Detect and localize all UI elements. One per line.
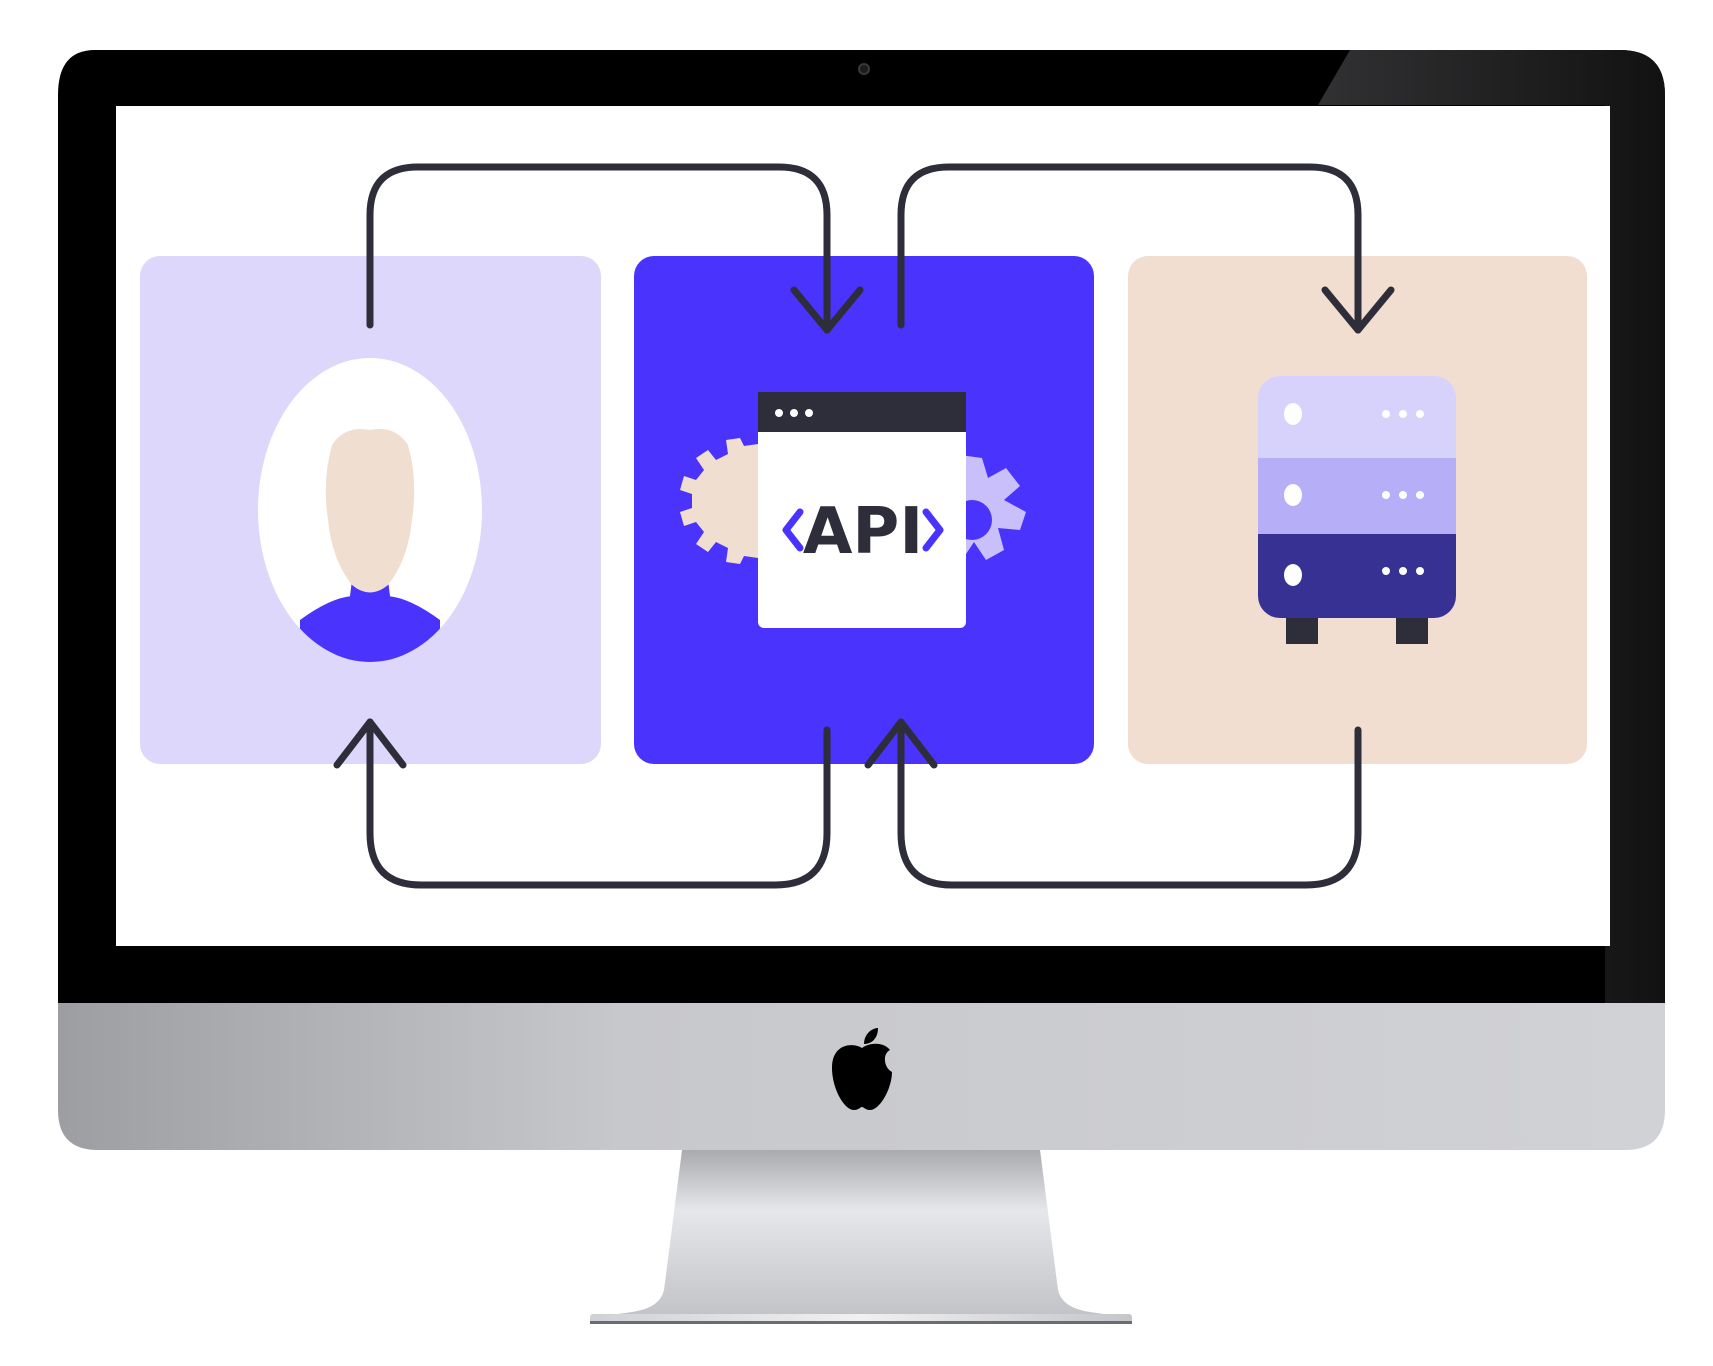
chevron-left-icon xyxy=(782,508,804,552)
arrow-client-to-api-head xyxy=(790,286,864,334)
api-window-icon: API xyxy=(680,392,1026,628)
arrow-api-to-client xyxy=(366,718,831,889)
arrow-server-to-api-head xyxy=(864,718,938,769)
chevron-right-icon xyxy=(922,508,944,552)
gear-left-icon xyxy=(680,430,760,572)
api-label: API xyxy=(803,495,923,569)
monitor-stand xyxy=(590,1150,1132,1324)
window-dot-icon xyxy=(790,409,798,417)
arrow-server-to-api xyxy=(897,718,1362,889)
arrow-api-to-server xyxy=(897,163,1362,334)
user-avatar-icon xyxy=(258,358,482,662)
arrow-client-to-api xyxy=(366,163,831,334)
server-lights xyxy=(1284,403,1424,586)
apple-logo-icon xyxy=(832,1028,892,1110)
camera-icon xyxy=(858,63,870,75)
flow-arrows xyxy=(333,163,1395,889)
server-rack-icon xyxy=(1258,376,1456,644)
arrow-api-to-server-head xyxy=(1321,286,1395,334)
window-dot-icon xyxy=(805,409,813,417)
api-flow-diagram: API xyxy=(140,163,1587,889)
window-dot-icon xyxy=(775,409,783,417)
arrow-api-to-client-head xyxy=(333,718,407,769)
